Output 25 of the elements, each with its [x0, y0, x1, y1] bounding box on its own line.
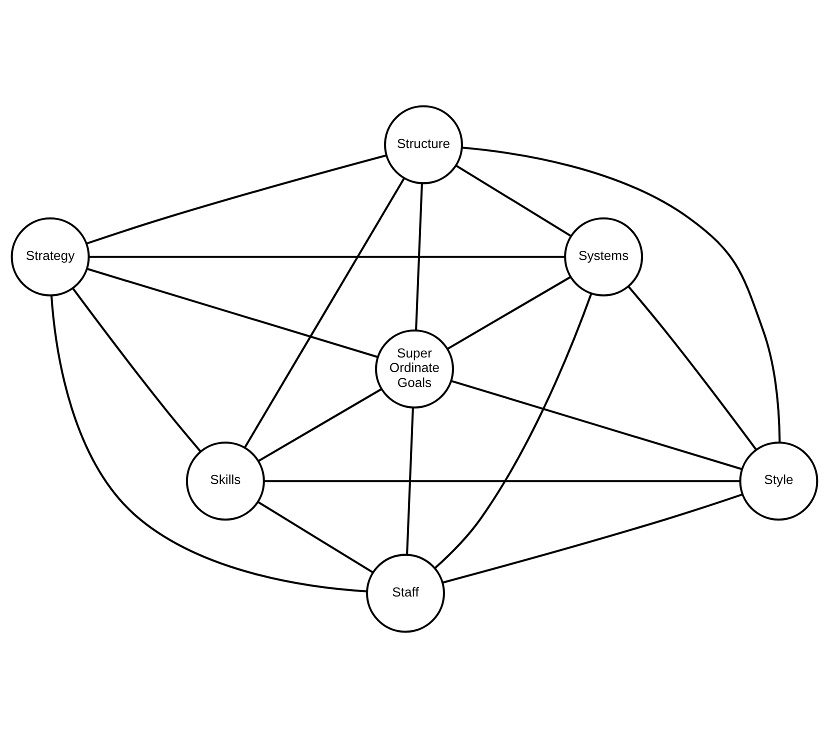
- connector: [628, 286, 758, 450]
- node-circle: Systems: [564, 217, 644, 296]
- connector: [456, 164, 572, 237]
- connector: [244, 178, 406, 448]
- node-circle: Skills: [186, 442, 265, 521]
- node-circle: Strategy: [10, 217, 90, 296]
- connector: [86, 154, 387, 245]
- connector: [258, 388, 382, 462]
- connector: [406, 408, 414, 555]
- connector: [72, 288, 202, 452]
- connector: [86, 268, 378, 358]
- connector: [434, 293, 592, 569]
- node-circle: Staff: [366, 554, 445, 633]
- node-circle: Super Ordinate Goals: [375, 330, 454, 408]
- connector: [450, 380, 742, 470]
- connector: [415, 183, 423, 330]
- connector: [462, 146, 781, 443]
- connector: [264, 480, 740, 482]
- node-circle: Style: [739, 442, 818, 521]
- connector: [446, 276, 572, 350]
- connector: [258, 501, 374, 574]
- connector: [50, 295, 368, 592]
- connector: [88, 256, 565, 258]
- node-circle: Structure: [384, 105, 463, 184]
- connector: [442, 493, 743, 584]
